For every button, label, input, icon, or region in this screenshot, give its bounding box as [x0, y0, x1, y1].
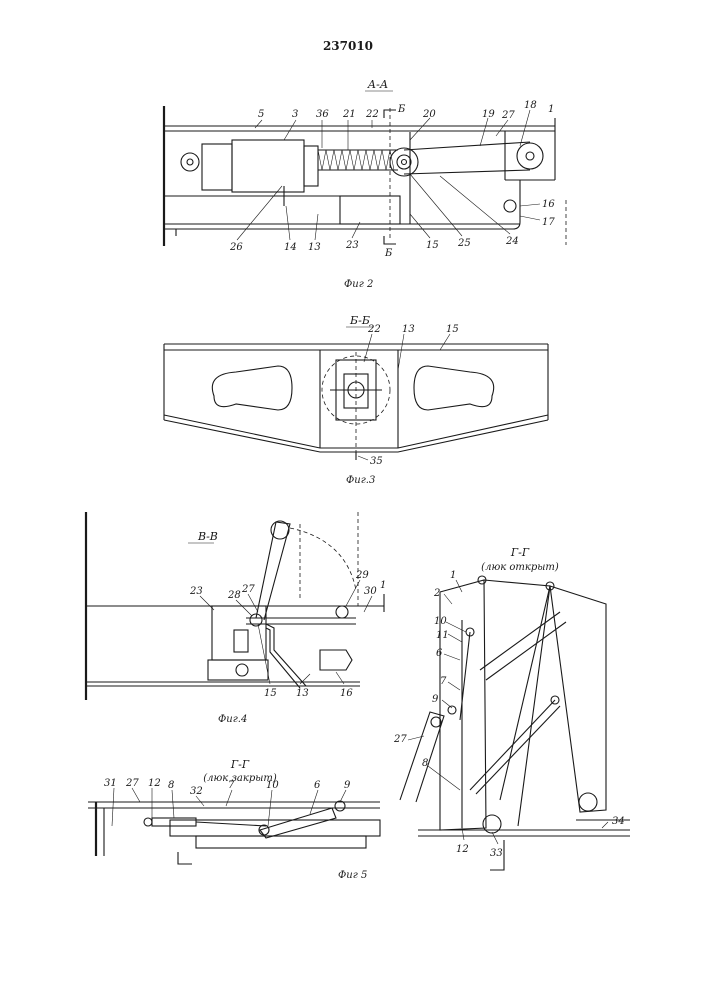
- fig2-link: [404, 142, 530, 174]
- fig2-label-21: 21: [342, 109, 356, 120]
- fig4-label-28: 28: [227, 590, 241, 601]
- fig3-caption: Фиг.3: [346, 475, 375, 486]
- fig5-closed-section: Г-Г: [230, 758, 250, 771]
- fig2-section-title: А-А: [367, 78, 388, 91]
- fig5c-label-6: 6: [314, 780, 321, 791]
- fig4-label-16: 16: [340, 688, 353, 699]
- fig5-caption: Фиг 5: [338, 870, 367, 881]
- fig2-label-3: 3: [292, 109, 298, 120]
- figure-4: В-В: [86, 512, 386, 725]
- fig5o-label-33: 33: [490, 848, 503, 859]
- fig5o-label-1: 1: [450, 570, 456, 581]
- fig5o-label-8: 8: [422, 758, 428, 769]
- fig4-section-title: В-В: [197, 530, 218, 543]
- fig5c-label-27: 27: [125, 778, 139, 789]
- fig5c-label-12: 12: [148, 778, 161, 789]
- fig4-label-30: 30: [364, 586, 377, 597]
- fig3-section-title: Б-Б: [349, 314, 370, 327]
- fig2-label-23: 23: [345, 240, 359, 251]
- fig2-label-26: 26: [229, 242, 243, 253]
- fig2-label-1: 1: [548, 104, 554, 115]
- fig4-caption: Фиг.4: [218, 714, 247, 725]
- fig4-label-13: 13: [296, 688, 309, 699]
- fig5c-label-7: 7: [228, 780, 235, 791]
- fig2-label-15: 15: [426, 240, 439, 251]
- fig2-spring: [318, 150, 398, 170]
- fig2-label-25: 25: [457, 238, 471, 249]
- fig2-label-16: 16: [542, 199, 555, 210]
- fig2-label-36: 36: [316, 109, 329, 120]
- fig5c-label-8: 8: [168, 780, 174, 791]
- fig5o-label-34: 34: [612, 816, 625, 827]
- fig3-label-22: 22: [367, 324, 381, 335]
- fig2-label-19: 19: [482, 109, 495, 120]
- fig5o-label-10: 10: [434, 616, 447, 627]
- fig2-label-5: 5: [258, 109, 264, 120]
- fig2-label-27: 27: [501, 110, 515, 121]
- fig2-cut-mark-bottom: Б: [384, 248, 393, 259]
- fig4-label-29: 29: [355, 570, 369, 581]
- fig5c-label-32: 32: [190, 786, 203, 797]
- fig4-label-1: 1: [380, 580, 386, 591]
- figure-3: Б-Б 22 13 15 35 Фиг.3: [164, 314, 548, 486]
- fig5c-label-9: 9: [344, 780, 351, 791]
- fig5c-label-10: 10: [266, 780, 279, 791]
- fig5o-label-12: 12: [456, 844, 469, 855]
- fig2-caption: Фиг 2: [344, 279, 373, 290]
- fig2-label-14: 14: [284, 242, 297, 253]
- fig4-label-27: 27: [241, 584, 255, 595]
- fig2-cut-mark-top: Б: [397, 104, 406, 115]
- fig5o-label-6: 6: [436, 648, 443, 659]
- fig2-label-18: 18: [524, 100, 537, 111]
- fig4-label-15: 15: [264, 688, 277, 699]
- figure-5-closed: Г-Г (люк закрыт) 31 27 12 8 32: [88, 758, 380, 864]
- fig5o-label-11: 11: [436, 630, 449, 641]
- fig5-open-section: Г-Г: [510, 546, 530, 559]
- figure-5-open: Г-Г (люк открыт): [393, 546, 630, 870]
- fig2-label-13: 13: [308, 242, 321, 253]
- fig3-label-13: 13: [402, 324, 415, 335]
- fig3-slot-right: [414, 366, 494, 410]
- fig3-label-15: 15: [446, 324, 459, 335]
- fig2-label-20: 20: [422, 109, 436, 120]
- fig5o-label-9: 9: [432, 694, 439, 705]
- fig3-label-35: 35: [370, 456, 383, 467]
- fig5-open-panel-1: [440, 580, 486, 830]
- patent-number: 237010: [323, 39, 373, 53]
- figure-2: А-А: [164, 78, 566, 290]
- fig2-cylinder-cap: [202, 144, 232, 190]
- fig5-open-note: (люк открыт): [481, 562, 559, 573]
- fig5c-label-31: 31: [104, 778, 117, 789]
- fig3-slot-left: [212, 366, 292, 410]
- fig4-label-23: 23: [189, 586, 203, 597]
- fig2-cylinder: [232, 140, 304, 192]
- fig2-label-22: 22: [365, 109, 379, 120]
- fig5-closed-arm: [260, 808, 336, 838]
- fig5o-label-27: 27: [393, 734, 407, 745]
- fig2-label-17: 17: [542, 217, 555, 228]
- fig5o-label-2: 2: [433, 588, 440, 599]
- fig2-label-24: 24: [505, 236, 519, 247]
- fig5o-label-7: 7: [440, 676, 447, 687]
